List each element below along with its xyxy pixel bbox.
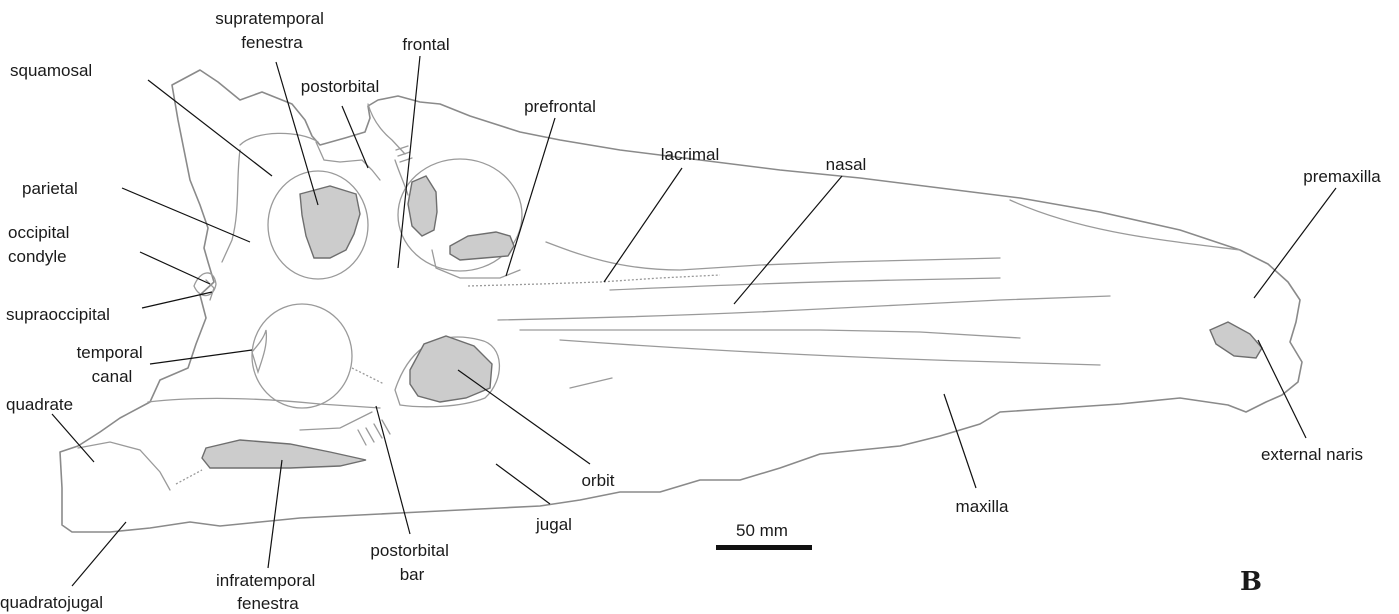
label-nasal: nasal <box>826 155 867 174</box>
label-frontal: frontal <box>402 35 449 54</box>
label-occipital-line1: occipital <box>8 223 69 242</box>
leader-external-naris <box>1258 340 1306 438</box>
leader-lacrimal <box>604 168 682 282</box>
suture-postorbital <box>316 142 380 180</box>
suture-quadrate <box>78 442 170 490</box>
panel-letter: B <box>1240 567 1262 597</box>
label-temporal-line2: canal <box>92 367 133 386</box>
external-naris <box>1210 322 1262 358</box>
label-postorbital: postorbital <box>301 77 379 96</box>
label-quadratojugal: quadratojugal <box>0 593 103 612</box>
suture-nasal-far <box>1010 200 1240 250</box>
leader-orbit <box>458 370 590 464</box>
label-infratemporal-line1: infratemporal <box>216 571 315 590</box>
label-orbit: orbit <box>581 471 614 490</box>
suture-jugal-lower <box>300 412 372 430</box>
leader-jugal <box>496 464 550 504</box>
orbit-upper-gap-2 <box>450 232 514 260</box>
supratemporal-fenestra <box>300 186 360 258</box>
label-squamosal: squamosal <box>10 61 92 80</box>
leader-prefrontal <box>506 118 555 276</box>
leader-quadrate <box>52 414 94 462</box>
label-occipital-condyle: occipital condyle <box>8 223 74 266</box>
label-postorbital-bar-line2: bar <box>400 565 425 584</box>
suture-nasal-lower2 <box>520 330 1020 338</box>
label-quadrate: quadrate <box>6 395 73 414</box>
label-supratemporal-line2: fenestra <box>241 33 303 52</box>
suture-parietal <box>222 150 240 262</box>
label-prefrontal: prefrontal <box>524 97 596 116</box>
leader-parietal <box>122 188 250 242</box>
suture-nasal-upper <box>546 242 1000 270</box>
orbit-upper-gap-1 <box>408 176 437 236</box>
label-parietal: parietal <box>22 179 78 198</box>
suture-dotted-infratemporal <box>176 470 202 484</box>
leader-postorbital-bar <box>376 406 410 534</box>
suture-maxilla <box>560 340 1100 365</box>
scale-bar <box>716 545 812 550</box>
leader-occipital-condyle <box>140 252 210 284</box>
infratemporal-rim <box>252 304 352 408</box>
label-infratemporal-line2: fenestra <box>237 594 299 613</box>
label-supraoccipital: supraoccipital <box>6 305 110 324</box>
label-supratemporal-line1: supratemporal <box>215 9 324 28</box>
suture-nasal-mid <box>610 278 1000 290</box>
suture-dotted-lacrimal <box>468 275 720 286</box>
label-lacrimal: lacrimal <box>661 145 720 164</box>
infratemporal-fenestra <box>202 440 366 468</box>
suture-prefrontal-arc <box>368 104 405 154</box>
label-infratemporal-fenestra: infratemporal fenestra <box>216 571 320 613</box>
suture-squamosal-ridge <box>148 398 380 408</box>
suture-nasal-lower1 <box>498 296 1110 320</box>
label-maxilla: maxilla <box>956 497 1009 516</box>
suture-supratemporal-bar <box>240 133 318 145</box>
leader-nasal <box>734 176 842 304</box>
leader-premaxilla <box>1254 188 1336 298</box>
scale-bar-label: 50 mm <box>736 521 788 540</box>
label-jugal: jugal <box>535 515 572 534</box>
orbit <box>410 336 492 402</box>
leader-maxilla <box>944 394 976 488</box>
suture-dotted-postorbital <box>352 368 384 384</box>
leader-temporal-canal <box>150 350 252 364</box>
label-occipital-line2: condyle <box>8 247 67 266</box>
label-supratemporal-fenestra: supratemporal fenestra <box>215 9 328 52</box>
label-postorbital-bar: postorbital bar <box>370 541 453 584</box>
label-external-naris: external naris <box>1261 445 1363 464</box>
label-premaxilla: premaxilla <box>1303 167 1381 186</box>
suture-jugal <box>570 378 612 388</box>
temporal-canal-shape <box>252 330 266 372</box>
label-postorbital-bar-line1: postorbital <box>370 541 448 560</box>
label-temporal-canal: temporal canal <box>77 343 148 386</box>
leader-infratemporal <box>268 460 282 568</box>
label-temporal-line1: temporal <box>77 343 143 362</box>
